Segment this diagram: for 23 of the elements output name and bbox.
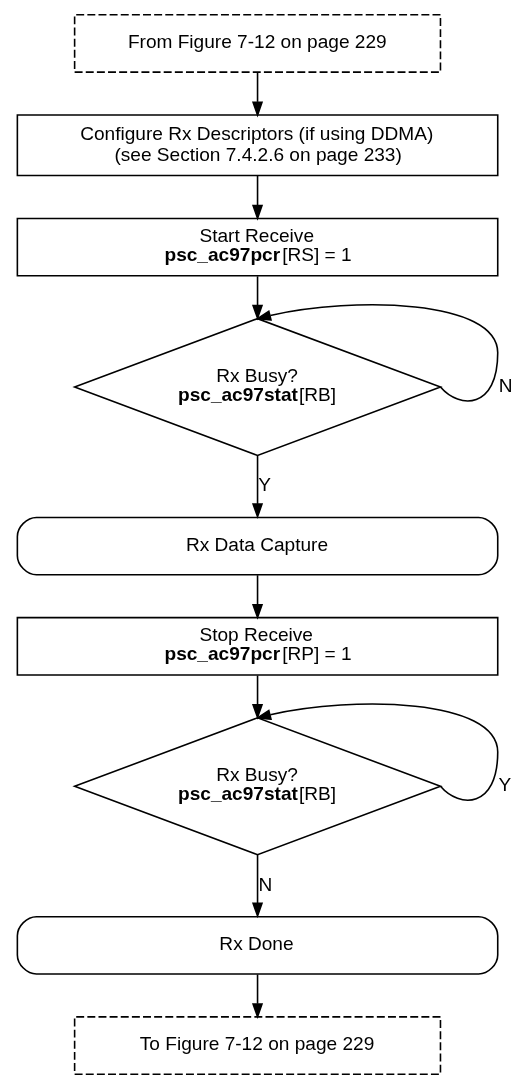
arrow: [251, 175, 264, 221]
arrow: [251, 71, 264, 118]
node-box: To Figure 7-12 on page 229: [73, 1016, 442, 1075]
edge-label: N: [498, 374, 513, 396]
arrow: [251, 275, 264, 321]
node-box: Stop Receive psc_ac97pcr[RP] = 1: [16, 616, 499, 676]
edge-label: Y: [258, 474, 272, 496]
arrow: [251, 454, 264, 520]
node-box: Configure Rx Descriptors (if using DDMA) (see Section 7.4.2.6 on page 233): [16, 114, 499, 177]
arrow: [251, 854, 264, 919]
node-box: Rx Data Capture: [16, 516, 499, 576]
arrow: [255, 304, 499, 402]
arrow: [251, 674, 264, 720]
node-diamond: Rx Busy? psc_ac97stat[RB]: [72, 317, 443, 457]
arrow: [251, 973, 264, 1020]
edge-label: Y: [498, 774, 512, 796]
node-box: Rx Done: [16, 915, 499, 975]
node-box: Start Receive psc_ac97pcr[RS] = 1: [16, 217, 499, 277]
arrow: [251, 574, 264, 620]
node-box: From Figure 7-12 on page 229: [73, 14, 442, 73]
arrow: [255, 703, 499, 801]
node-diamond: Rx Busy? psc_ac97stat[RB]: [72, 717, 443, 856]
edge-label: N: [258, 873, 273, 895]
